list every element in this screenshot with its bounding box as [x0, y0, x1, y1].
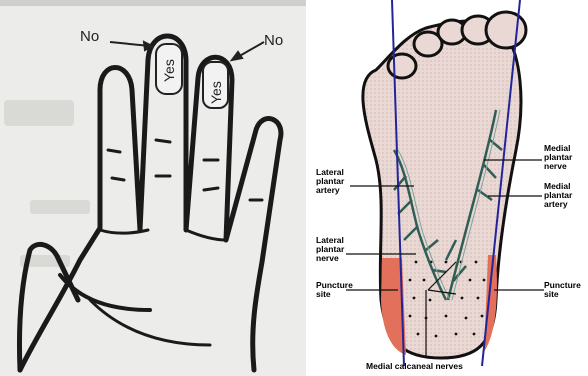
label-medial-calcaneal-nerves: Medial calcaneal nerves	[366, 362, 463, 371]
yes-label-middle: Yes	[161, 59, 177, 82]
label-puncture-site-left: Puncture site	[316, 281, 353, 299]
foot-diagram-panel: Lateral plantar artery Lateral plantar n…	[306, 0, 588, 376]
label-puncture-site-right: Puncture site	[544, 281, 581, 299]
yes-label-ring: Yes	[208, 81, 224, 104]
hand-drawing: Yes Yes	[0, 0, 306, 376]
label-medial-plantar-nerve: Medial plantar nerve	[544, 144, 572, 171]
no-label-right: No	[264, 32, 283, 49]
faded-background-text	[4, 100, 90, 267]
label-lateral-plantar-artery: Lateral plantar artery	[316, 168, 344, 195]
no-label-left: No	[80, 28, 99, 45]
label-lateral-plantar-nerve: Lateral plantar nerve	[316, 236, 344, 263]
hand-illustration-panel: Yes Yes No No	[0, 0, 306, 376]
label-medial-plantar-artery: Medial plantar artery	[544, 182, 572, 209]
